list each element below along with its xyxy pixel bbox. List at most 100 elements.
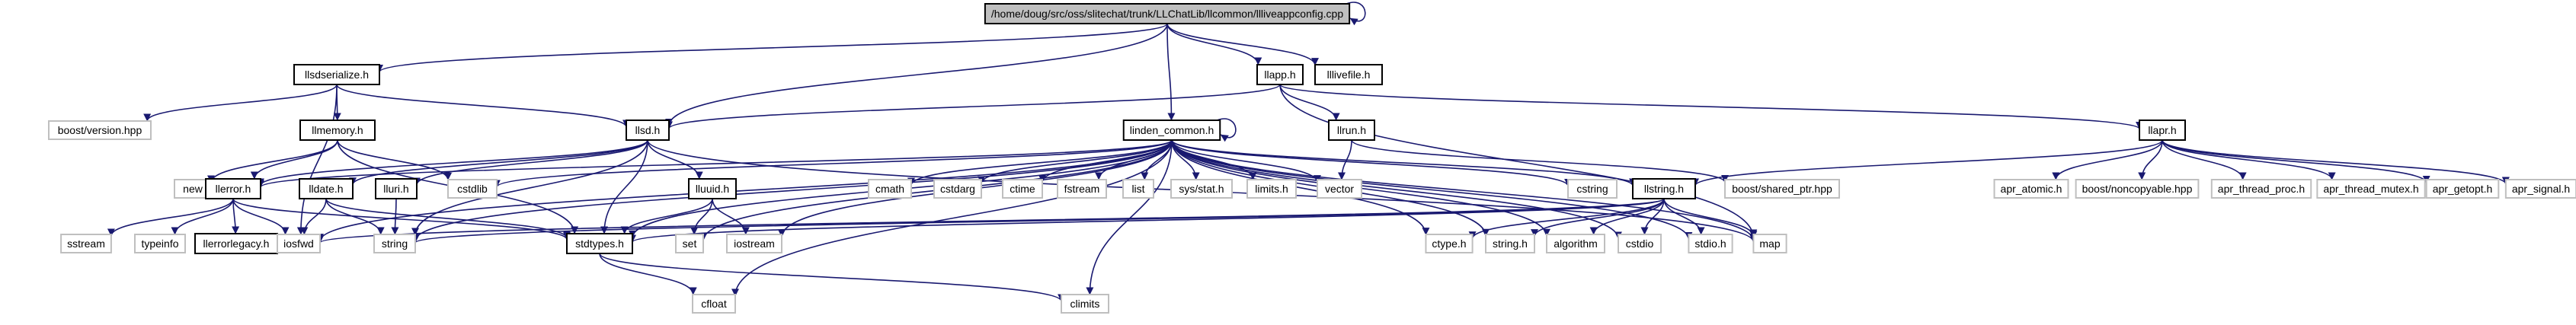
edge-lldate-to-iosfwd: [300, 198, 327, 235]
node-label: cmath: [875, 183, 904, 195]
edge-path: [413, 139, 648, 186]
node-label: llrun.h: [1337, 124, 1366, 136]
edge-path: [1171, 139, 1693, 240]
edge-path: [493, 139, 1173, 188]
edge-path: [1468, 198, 1665, 240]
node-box: [726, 234, 782, 253]
edge-path: [1171, 139, 1622, 240]
node-box: [1618, 234, 1662, 253]
edge-root-to-root: [1346, 2, 1366, 26]
node-label: apr_thread_mutex.h: [2323, 183, 2418, 195]
edge-linden-common-to-string: [411, 139, 1173, 241]
edge-linden-common-to-cmath: [907, 139, 1173, 186]
node-box: [675, 234, 704, 253]
node-list: list: [1122, 179, 1154, 199]
edge-lluri-to-string: [391, 198, 399, 235]
edge-llsd-to-lluri: [413, 139, 648, 186]
node-box: [1256, 64, 1304, 85]
edge-path: [1279, 84, 1758, 239]
node-llerrorlegacy[interactable]: llerrorlegacy.h: [194, 233, 278, 254]
node-llerror[interactable]: llerror.h: [205, 178, 261, 199]
edge-lluuid-to-set: [690, 198, 713, 235]
edge-root-to-llsd: [665, 23, 1168, 126]
node-label: /home/doug/src/oss/slitechat/trunk/LLCha…: [991, 8, 1343, 20]
edge-path: [1346, 2, 1366, 26]
node-boost-version: boost/version.hpp: [48, 120, 152, 140]
edge-llerror-to-typeinfo: [171, 198, 234, 235]
node-box: [1546, 234, 1605, 253]
node-box: [1057, 179, 1107, 199]
node-llapr[interactable]: llapr.h: [2139, 119, 2186, 141]
node-lllivefile[interactable]: lllivefile.h: [1314, 64, 1383, 85]
node-label: boost/noncopyable.hpp: [2082, 183, 2193, 195]
edge-linden-common-to-cfloat: [731, 139, 1173, 297]
node-label: cstdarg: [940, 183, 975, 195]
node-apr-signal: apr_signal.h: [2504, 179, 2576, 199]
node-label: fstream: [1064, 183, 1100, 195]
node-box: [1993, 179, 2069, 199]
node-label: lluuid.h: [696, 183, 729, 195]
edge-path: [731, 139, 1173, 297]
node-box: [375, 178, 418, 199]
node-box: [868, 179, 912, 199]
node-llapp[interactable]: llapp.h: [1256, 64, 1304, 85]
edge-path: [2162, 139, 2336, 180]
node-iosfwd: iosfwd: [277, 234, 321, 253]
edge-llstring-to-algorithm: [1589, 198, 1665, 235]
node-label: cstdio: [1626, 237, 1654, 250]
edge-path: [107, 198, 234, 237]
node-apr-thread-proc: apr_thread_proc.h: [2210, 179, 2312, 199]
node-label: boost/version.hpp: [58, 124, 142, 136]
edge-llsd-to-stdtypes: [600, 139, 648, 234]
edge-path: [1166, 23, 1176, 121]
edge-llsd-to-lldate: [349, 139, 648, 186]
edge-llapr-to-llstring: [1691, 139, 2163, 186]
node-apr-getopt: apr_getopt.h: [2425, 179, 2500, 199]
node-cmath: cmath: [868, 179, 912, 199]
edge-llapp-to-map: [1279, 84, 1758, 239]
node-llrun[interactable]: llrun.h: [1328, 119, 1375, 141]
node-box: [1170, 179, 1233, 199]
edge-llapp-to-llapr: [1279, 84, 2143, 130]
node-box: [1314, 64, 1383, 85]
node-llmemory[interactable]: llmemory.h: [299, 119, 376, 141]
node-lldate[interactable]: lldate.h: [299, 178, 354, 199]
node-lluuid[interactable]: lluuid.h: [688, 178, 737, 199]
node-stdtypes[interactable]: stdtypes.h: [566, 233, 633, 254]
edge-path: [1589, 198, 1665, 235]
edge-path: [2162, 139, 2510, 185]
node-box: [299, 178, 354, 199]
node-climits: climits: [1061, 294, 1109, 314]
node-root[interactable]: /home/doug/src/oss/slitechat/trunk/LLCha…: [984, 3, 1351, 24]
node-lluri[interactable]: lluri.h: [375, 178, 418, 199]
node-label: apr_atomic.h: [2001, 183, 2062, 195]
node-label: llapp.h: [1264, 69, 1295, 81]
node-boost-shared-ptr: boost/shared_ptr.hpp: [1724, 179, 1840, 199]
node-llsd[interactable]: llsd.h: [626, 119, 670, 141]
node-linden-common[interactable]: linden_common.h: [1122, 119, 1221, 141]
edge-llstring-to-string-h: [1531, 198, 1665, 237]
node-llsdserialize[interactable]: llsdserialize.h: [293, 64, 380, 85]
node-box: [2316, 179, 2426, 199]
edge-llstring-to-stdio: [1663, 198, 1705, 235]
edge-linden-common-to-map: [1171, 139, 1758, 241]
edge-path: [336, 84, 630, 128]
edge-path: [1171, 139, 1430, 236]
node-label: apr_signal.h: [2512, 183, 2570, 195]
node-llstring[interactable]: llstring.h: [1632, 178, 1696, 199]
edge-root-to-llapp: [1166, 23, 1262, 65]
edge-path: [1279, 84, 1340, 121]
edge-path: [316, 139, 1173, 242]
edge-llapr-to-apr-getopt: [2162, 139, 2430, 183]
edge-path: [300, 198, 327, 235]
edge-path: [391, 198, 399, 235]
edge-path: [1351, 139, 1729, 183]
node-box: [48, 120, 152, 140]
edge-llstring-to-cstdio: [1640, 198, 1665, 235]
node-box: [1246, 179, 1297, 199]
edge-llsdserialize-to-iosfwd: [296, 84, 338, 235]
node-apr-atomic: apr_atomic.h: [1993, 179, 2069, 199]
node-ctime: ctime: [1002, 179, 1043, 199]
edge-path: [599, 253, 1065, 302]
edge-path: [411, 139, 1173, 241]
